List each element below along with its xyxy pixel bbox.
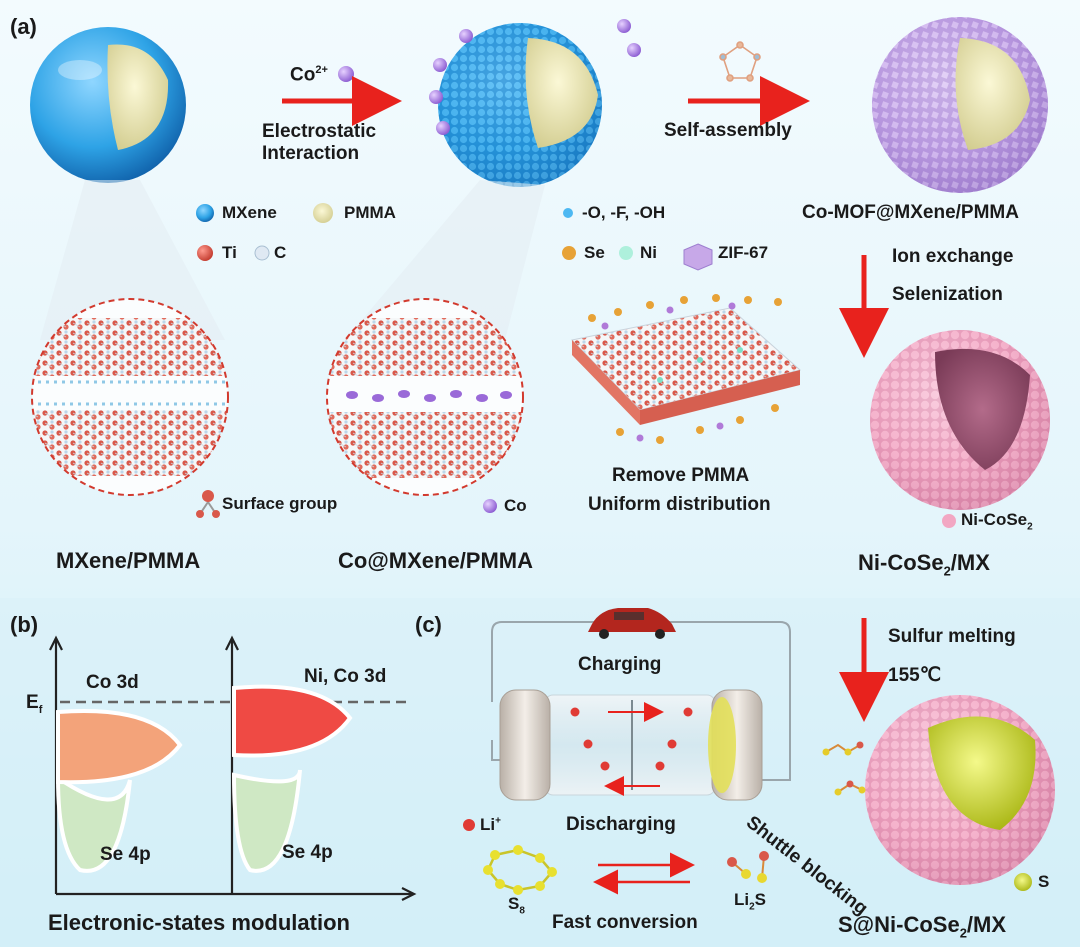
legend-mxene-marker xyxy=(196,204,214,222)
conversion-arrows xyxy=(593,852,695,895)
legend-terminals: -O, -F, -OH xyxy=(582,203,666,222)
step-temperature: 155℃ xyxy=(888,665,942,686)
legend-co-marker xyxy=(483,499,497,513)
panel-c-label: (c) xyxy=(415,612,442,637)
se-4p-left-label: Se 4p xyxy=(100,844,151,865)
remove-pmma-note: Remove PMMA xyxy=(612,465,750,486)
charging-label: Charging xyxy=(578,654,662,675)
s8-molecule xyxy=(483,845,557,895)
legend-nicose2-marker xyxy=(942,514,956,528)
mxene-pmma-sphere xyxy=(30,27,186,183)
mxene-lattice-view xyxy=(31,298,229,496)
step-sulfur-melting: Sulfur melting xyxy=(888,626,1016,647)
co-mof-label: Co-MOF@MXene/PMMA xyxy=(802,202,1019,223)
legend-surface-group-marker xyxy=(196,490,220,518)
ni-cose2-hollow-sphere xyxy=(870,330,1050,510)
uniform-distribution-note: Uniform distribution xyxy=(588,494,771,515)
co-mxene-lattice-view xyxy=(326,298,524,496)
co-ions xyxy=(338,19,641,135)
s-ni-cose2-mx-label: S@Ni-CoSe2/MX xyxy=(838,912,1007,941)
step-self-assembly: Self-assembly xyxy=(664,120,792,141)
legend-ti: Ti xyxy=(222,243,237,262)
step-ion-exchange: Ion exchange xyxy=(892,246,1014,267)
ni-co-3d-label: Ni, Co 3d xyxy=(304,666,387,687)
legend-zif-marker xyxy=(683,243,713,271)
fast-conversion-label: Fast conversion xyxy=(552,912,698,933)
panel-b-label: (b) xyxy=(10,612,39,637)
cation-label: Co2+ xyxy=(290,64,328,86)
legend-c-marker xyxy=(254,245,270,261)
panel-a-label: (a) xyxy=(10,14,37,39)
se-4p-right-label: Se 4p xyxy=(282,842,333,863)
legend-c: C xyxy=(274,243,287,262)
legend-se-marker xyxy=(562,246,576,260)
step-selenization: Selenization xyxy=(892,284,1003,305)
step-electrostatic-line2: Interaction xyxy=(262,143,360,164)
mxene-pmma-label: MXene/PMMA xyxy=(56,548,201,573)
legend-co: Co xyxy=(504,496,527,515)
legend-li-marker xyxy=(463,819,475,831)
legend-pmma: PMMA xyxy=(344,203,396,222)
legend-se: Se xyxy=(584,243,605,262)
co-mof-sphere xyxy=(872,17,1048,193)
fermi-level-label: Ef xyxy=(26,692,43,716)
panel-b-caption: Electronic-states modulation xyxy=(48,910,350,935)
nicose2-layer xyxy=(571,294,802,444)
s-ni-cose2-sphere xyxy=(865,695,1055,885)
co-mxene-sphere xyxy=(438,23,602,187)
car-icon xyxy=(588,608,676,639)
co-3d-label: Co 3d xyxy=(86,672,139,693)
legend-pmma-marker xyxy=(313,203,333,223)
legend-li-ion: Li+ xyxy=(480,815,501,834)
legend-ni: Ni xyxy=(640,243,657,262)
li2s-molecule xyxy=(727,851,769,883)
ni-cose2-mx-label: Ni-CoSe2/MX xyxy=(858,550,990,579)
legend-sulfur: S xyxy=(1038,872,1050,891)
ligand-icon xyxy=(719,41,761,82)
legend-zif: ZIF-67 xyxy=(718,243,769,262)
legend-ni-marker xyxy=(619,246,633,260)
legend-mxene: MXene xyxy=(222,203,277,222)
zoom-cone-1 xyxy=(40,180,225,340)
legend-sulfur-marker xyxy=(1014,873,1032,891)
s8-label: S8 xyxy=(508,894,525,917)
li2s-label: Li2S xyxy=(734,890,767,913)
battery-body xyxy=(499,689,763,801)
legend-surface-group: Surface group xyxy=(222,494,338,513)
step-electrostatic-line1: Electrostatic xyxy=(262,121,377,142)
legend-ti-marker xyxy=(197,245,213,261)
dos-shapes xyxy=(55,684,353,873)
legend-terminal-marker xyxy=(563,208,573,218)
legend-nicose2: Ni-CoSe2 xyxy=(961,510,1033,533)
co-mxene-pmma-label: Co@MXene/PMMA xyxy=(338,548,534,573)
discharging-label: Discharging xyxy=(566,814,676,835)
zoom-cone-2 xyxy=(345,180,545,340)
